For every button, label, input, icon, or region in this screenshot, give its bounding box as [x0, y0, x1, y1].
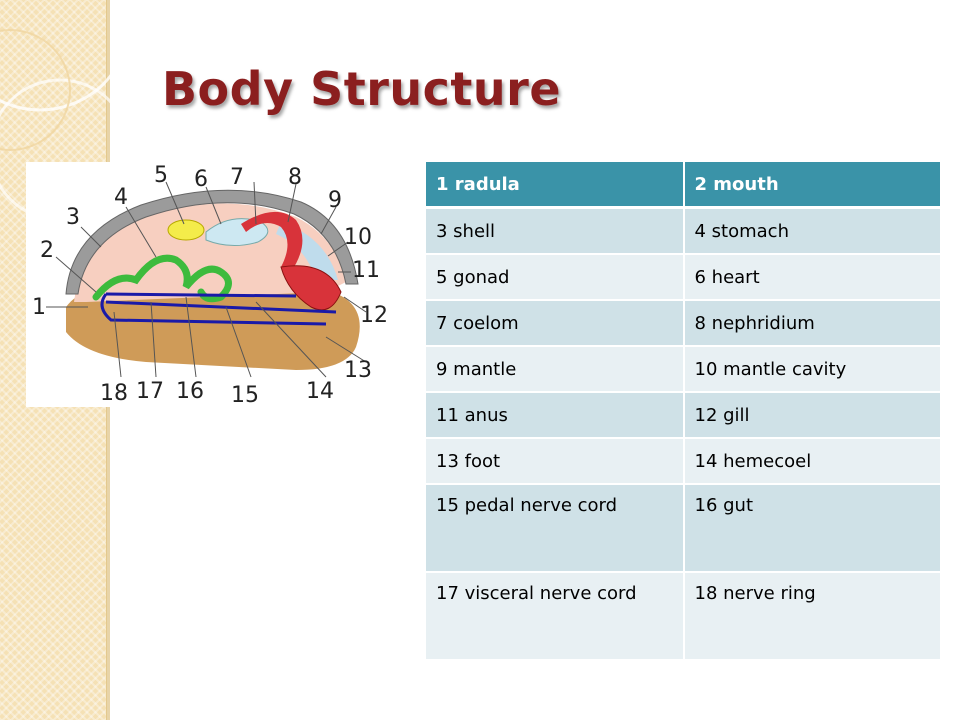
- table-cell: 17 visceral nerve cord: [426, 572, 685, 661]
- table-row: 5 gonad 6 heart: [426, 254, 942, 301]
- diagram-label: 3: [66, 205, 80, 230]
- diagram-label: 18: [100, 381, 128, 406]
- table-cell: 15 pedal nerve cord: [426, 484, 685, 573]
- table-cell: 11 anus: [426, 392, 685, 439]
- pedal-nerve-cord: [105, 300, 337, 314]
- stomach-gut: [92, 254, 232, 303]
- diagram-label: 11: [352, 258, 380, 283]
- nephridium-shape: [241, 211, 303, 272]
- diagram-label: 5: [154, 163, 168, 188]
- table-cell: 5 gonad: [426, 254, 685, 301]
- diagram-label: 8: [288, 165, 302, 190]
- table-cell: 13 foot: [426, 438, 685, 485]
- diagram-label: 6: [194, 167, 208, 192]
- table-row: 7 coelom 8 nephridium: [426, 300, 942, 347]
- diagram-label: 4: [114, 185, 128, 210]
- diagram-label: 15: [231, 383, 259, 407]
- table-row: 13 foot 14 hemecoel: [426, 438, 942, 485]
- table-cell: 18 nerve ring: [683, 572, 942, 661]
- diagram-label: 2: [40, 238, 54, 263]
- diagram-label: 7: [230, 165, 244, 190]
- table-row: 3 shell 4 stomach: [426, 207, 942, 255]
- diagram-label: 14: [306, 379, 334, 404]
- table-cell: 7 coelom: [426, 300, 685, 347]
- table-cell: 8 nephridium: [683, 300, 942, 347]
- table-cell: 16 gut: [683, 484, 942, 573]
- diagram-number-labels: 1 2 3 4 5 6 7 8 9 10 11 12 13 14 15 16 1…: [32, 163, 386, 407]
- table-cell: 10 mantle cavity: [683, 346, 942, 393]
- nerve-ring: [100, 293, 327, 326]
- table-cell: 4 stomach: [683, 207, 942, 255]
- table-cell: 14 hemecoel: [683, 438, 942, 485]
- visceral-nerve-cord: [105, 292, 297, 298]
- diagram-label: 10: [344, 225, 372, 250]
- table-cell: 9 mantle: [426, 346, 685, 393]
- slide-title: Body Structure: [162, 62, 562, 116]
- table-cell: 12 gill: [683, 392, 942, 439]
- table-row: 9 mantle 10 mantle cavity: [426, 346, 942, 393]
- leader-lines: [46, 181, 367, 378]
- foot-shape: [66, 283, 360, 370]
- table-row: 17 visceral nerve cord 18 nerve ring: [426, 572, 942, 661]
- diagram-label: 12: [360, 303, 386, 328]
- diagram-label: 17: [136, 379, 164, 404]
- diagram-label: 9: [328, 188, 342, 213]
- diagram-label: 1: [32, 295, 46, 320]
- header-cell: 2 mouth: [683, 162, 942, 209]
- table-cell: 6 heart: [683, 254, 942, 301]
- table-row: 11 anus 12 gill: [426, 392, 942, 439]
- header-cell: 1 radula: [426, 162, 685, 209]
- gonad-shape: [167, 219, 205, 241]
- shell-shape: [65, 189, 359, 295]
- diagram-label: 16: [176, 379, 204, 404]
- diagram-label: 13: [344, 358, 372, 383]
- gill-shape: [280, 265, 342, 311]
- table-header-row: 1 radula 2 mouth: [426, 162, 942, 209]
- structure-legend-table: 1 radula 2 mouth 3 shell 4 stomach 5 gon…: [426, 162, 942, 661]
- table-cell: 3 shell: [426, 207, 685, 255]
- mollusc-body-diagram: 1 2 3 4 5 6 7 8 9 10 11 12 13 14 15 16 1…: [26, 162, 386, 407]
- table-row: 15 pedal nerve cord 16 gut: [426, 484, 942, 573]
